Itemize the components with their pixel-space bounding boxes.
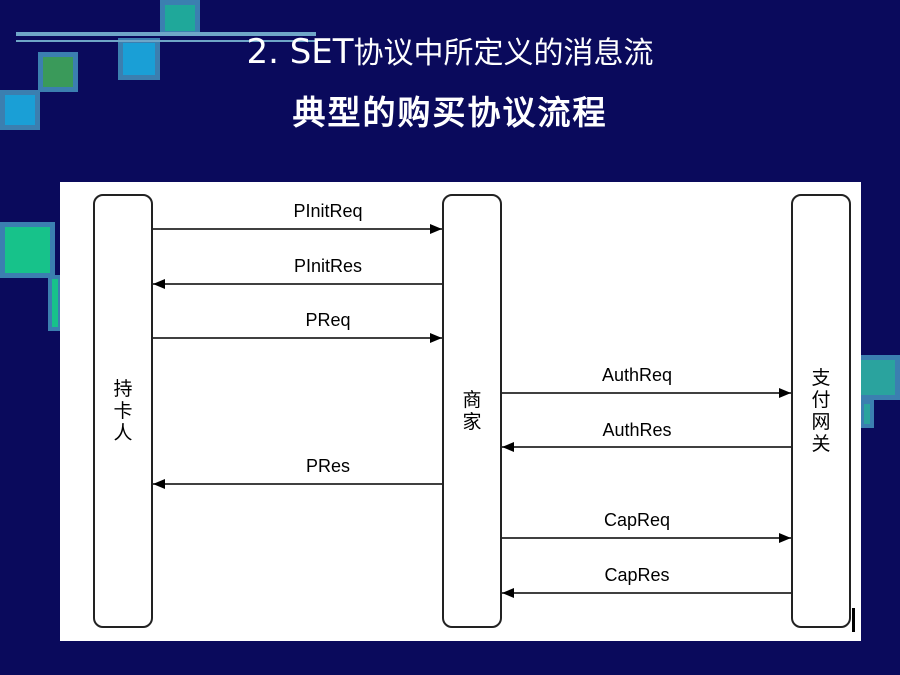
decor-square — [855, 355, 900, 400]
decor-line — [16, 32, 316, 36]
lane-gateway: 支付网关 — [791, 194, 851, 628]
decor-line — [16, 40, 316, 42]
message-arrow-head — [502, 442, 514, 452]
decor-square — [0, 90, 40, 130]
message-arrow-head — [153, 479, 165, 489]
edge-mark — [852, 608, 855, 632]
slide-title: 2. SET协议中所定义的消息流 — [0, 28, 900, 72]
message-arrow-head — [430, 224, 442, 234]
message-arrow-head — [430, 333, 442, 343]
message-label: PRes — [305, 456, 350, 476]
decor-square — [860, 400, 874, 428]
message-arrow-head — [779, 388, 791, 398]
sequence-diagram: 持卡人 商家 支付网关 PInitReq PInitRes PReq AuthR… — [60, 182, 861, 641]
message-label: AuthRes — [602, 420, 672, 440]
slide-title-suffix: 协议中所定义的消息流 — [353, 36, 654, 71]
message-label: PInitReq — [293, 201, 363, 221]
lane-merchant: 商家 — [442, 194, 502, 628]
lane-label-cardholder: 持卡人 — [113, 378, 133, 444]
message-arrow-head — [779, 533, 791, 543]
message-label: PInitRes — [293, 256, 363, 276]
lane-label-merchant: 商家 — [462, 389, 482, 433]
decor-square — [0, 222, 55, 278]
slide-title-prefix: 2. SET — [246, 32, 354, 72]
message-label: PReq — [305, 310, 351, 330]
message-label: CapReq — [603, 510, 671, 530]
message-arrows — [153, 224, 791, 598]
lane-label-gateway: 支付网关 — [811, 367, 831, 455]
decor-square — [118, 38, 160, 80]
message-arrow-head — [153, 279, 165, 289]
message-label: CapRes — [604, 565, 670, 585]
message-label: AuthReq — [601, 365, 673, 385]
slide-subtitle: 典型的购买协议流程 — [292, 93, 608, 132]
lane-cardholder: 持卡人 — [93, 194, 153, 628]
message-arrow-head — [502, 588, 514, 598]
decor-square — [38, 52, 78, 92]
